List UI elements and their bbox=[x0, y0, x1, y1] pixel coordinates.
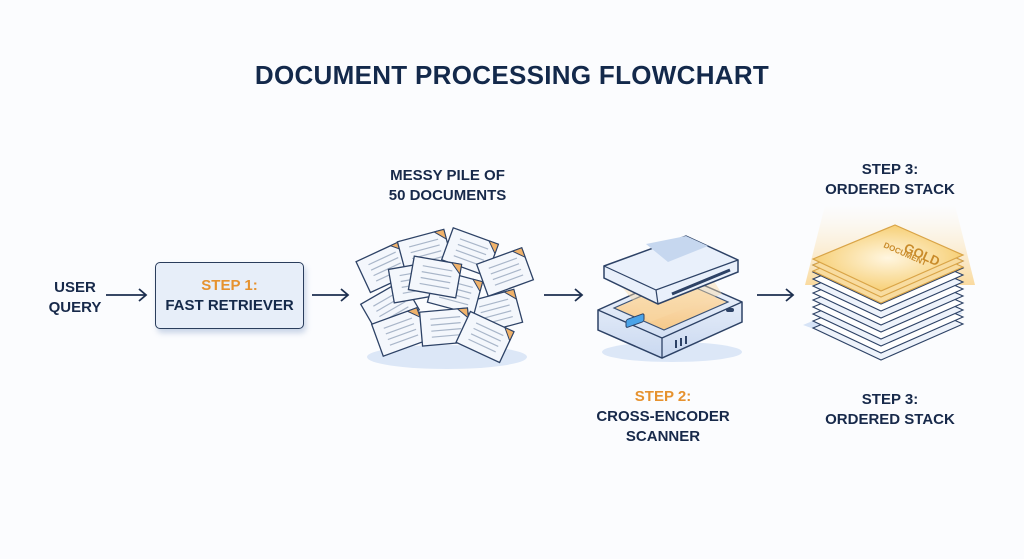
arrow-user-query-to-step1 bbox=[106, 288, 148, 302]
arrow-scanner-to-stack bbox=[757, 288, 795, 302]
page-title: DOCUMENT PROCESSING FLOWCHART bbox=[254, 60, 770, 90]
user-query-line1: USER bbox=[54, 279, 96, 296]
step3-bottom-label: STEP 3: ORDERED STACK bbox=[810, 390, 970, 430]
step3-bottom-number: STEP 3: bbox=[861, 391, 919, 408]
step1-number: STEP 1: bbox=[201, 276, 258, 294]
pile-document bbox=[407, 255, 463, 299]
pile-label-line2: 50 DOCUMENTS bbox=[388, 187, 507, 204]
arrow-pile-to-scanner bbox=[544, 288, 584, 302]
document-pile-icon bbox=[355, 226, 535, 369]
pile-document bbox=[370, 306, 430, 358]
step2-label: STEP 2: CROSS-ENCODER SCANNER bbox=[588, 387, 738, 447]
step3-top-number: STEP 3: bbox=[861, 161, 919, 178]
pile-document bbox=[475, 246, 535, 298]
step2-number: STEP 2: bbox=[634, 388, 692, 405]
step2-name-line1: CROSS-ENCODER bbox=[596, 408, 730, 425]
user-query-label: USER QUERY bbox=[40, 278, 110, 318]
document-stack-icon: GOLD DOCUMENT bbox=[803, 205, 975, 361]
step2-name-line2: SCANNER bbox=[625, 428, 701, 445]
step3-top-label: STEP 3: ORDERED STACK bbox=[810, 160, 970, 200]
step3-top-name: ORDERED STACK bbox=[825, 181, 955, 198]
step1-name: FAST RETRIEVER bbox=[165, 296, 294, 314]
scanner-icon bbox=[597, 235, 743, 362]
pile-document bbox=[455, 310, 515, 364]
pile-label: MESSY PILE OF 50 DOCUMENTS bbox=[360, 166, 535, 206]
step1-box: STEP 1: FAST RETRIEVER bbox=[155, 262, 304, 329]
arrow-step1-to-pile bbox=[312, 288, 350, 302]
pile-label-line1: MESSY PILE OF bbox=[390, 167, 505, 184]
pile-document bbox=[418, 307, 472, 347]
user-query-line2: QUERY bbox=[48, 299, 102, 316]
step3-bottom-name: ORDERED STACK bbox=[825, 411, 955, 428]
